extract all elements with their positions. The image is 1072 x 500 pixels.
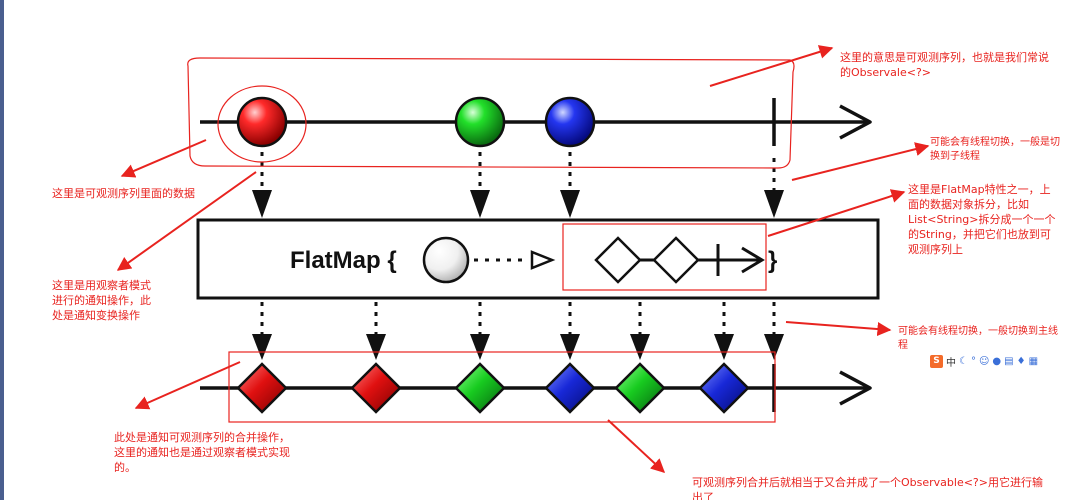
emoji-icon[interactable]: ☺ [978, 355, 990, 367]
arrows-into-operator [260, 152, 776, 196]
operator-output-diamond-1 [594, 236, 642, 284]
sogou-logo-icon[interactable]: S [930, 354, 943, 368]
result-timeline-arrowhead [839, 370, 872, 406]
arrowheads-out-of-operator [252, 334, 784, 360]
observable-highlight-outline [187, 57, 795, 169]
result-item-blue-2 [698, 362, 750, 414]
operator-output-arrowhead [741, 246, 765, 274]
data-item-highlight-ellipse [217, 85, 307, 163]
note-sequence-data: 这里是可观测序列里面的数据 [52, 187, 195, 200]
source-item-blue [544, 96, 596, 148]
window-edge [0, 0, 4, 500]
punctuation-icon[interactable]: ° [970, 355, 976, 367]
ime-toolbar[interactable]: S 中 ☾ ° ☺ ● ▤ ♦ ▦ [930, 353, 1072, 369]
note-thread-switch-child: 可能会有线程切换，一般是切 换到子线程 [930, 137, 1060, 162]
result-item-green-1 [454, 362, 506, 414]
operator-input-marble [422, 236, 470, 284]
arrows-out-of-operator [260, 302, 776, 338]
source-timeline-arrowhead [839, 104, 872, 140]
note-merge-notify: 此处是通知可观测序列的合并操作， 这里的通知也是通过观察者模式实现 的。 [114, 431, 290, 474]
shirt-icon[interactable]: ♦ [1016, 355, 1026, 367]
flatmap-output-highlight-box [562, 223, 767, 291]
flatmap-operator-box [196, 218, 880, 300]
annotation-arrows [116, 45, 930, 473]
note-observable-sequence: 这里的意思是可观测序列，也就是我们常说 的Observale<?> [840, 51, 1049, 79]
note-thread-switch-main: 可能会有线程切换，一般切换到主线 程 [898, 326, 1058, 351]
source-item-green [454, 96, 506, 148]
note-merged-result: 可观测序列合并后就相当于又合并成了一个Observable<?>用它进行输 出了 [692, 476, 1043, 500]
mic-icon[interactable]: ● [992, 355, 1002, 367]
merged-sequence-highlight-box [228, 351, 776, 423]
source-item-red [236, 96, 288, 148]
result-item-blue-1 [544, 362, 596, 414]
keyboard-icon[interactable]: ▤ [1004, 355, 1014, 367]
input-mode-label[interactable]: 中 [946, 357, 956, 369]
result-item-red-2 [350, 362, 402, 414]
moon-icon[interactable]: ☾ [959, 355, 968, 367]
arrowheads-into-operator [252, 190, 784, 218]
operator-close-brace: } [768, 247, 777, 274]
operator-flow-arrowhead [530, 250, 556, 270]
result-item-green-2 [614, 362, 666, 414]
note-observer-notify: 这里是用观察者模式 进行的通知操作，此 处是通知变换操作 [52, 279, 151, 322]
operator-label: FlatMap { [290, 247, 397, 274]
grid-icon[interactable]: ▦ [1028, 355, 1039, 367]
note-flatmap-feature: 这里是FlatMap特性之一，上 面的数据对象拆分，比如 List<String… [908, 183, 1056, 256]
annotation-overlays [187, 57, 795, 423]
result-item-red-1 [236, 362, 288, 414]
operator-output-diamond-2 [652, 236, 700, 284]
